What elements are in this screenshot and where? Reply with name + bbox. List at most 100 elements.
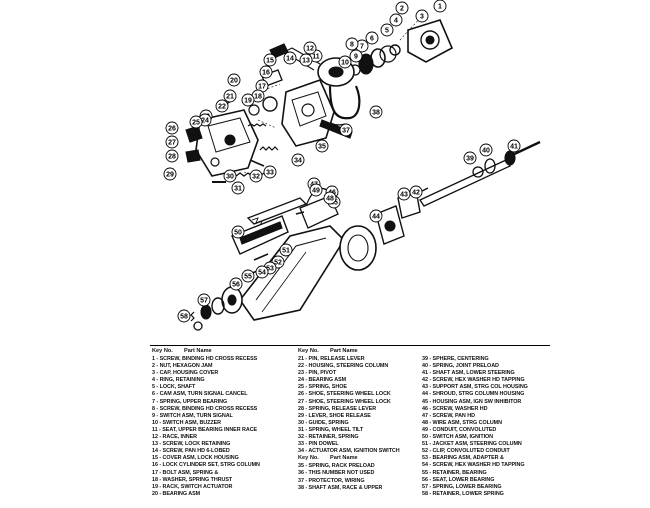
release-spring xyxy=(259,146,279,151)
callout-1: 1 xyxy=(433,0,447,13)
callout-circle xyxy=(229,277,243,291)
key-row: 10 - SWITCH ASM, BUZZER xyxy=(152,419,222,426)
shaft-coupler xyxy=(504,150,516,166)
callout-label: 56 xyxy=(232,281,240,288)
callout-circle xyxy=(349,49,363,63)
key-column-header: Key No.Part Name xyxy=(298,455,400,463)
callout-circle xyxy=(433,0,447,13)
lower-bearing-spring xyxy=(190,311,195,322)
callout-57: 57 xyxy=(197,293,211,307)
callout-circle xyxy=(263,165,277,179)
callout-circle xyxy=(259,65,273,79)
key-row: 11 - SEAT, UPPER BEARING INNER RACE xyxy=(152,426,258,433)
housing-bore xyxy=(301,103,315,117)
callout-5: 5 xyxy=(380,23,394,37)
callout-circle xyxy=(309,183,323,197)
callout-label: 1 xyxy=(438,3,442,10)
bearing-asm xyxy=(262,96,278,112)
callout-circle xyxy=(303,41,317,55)
key-row: 19 - RACK, SWITCH ACTUATOR xyxy=(152,483,233,490)
callout-circle xyxy=(163,167,177,181)
steering-column-housing xyxy=(281,78,335,147)
part-name-label: Part Name xyxy=(330,348,358,354)
callout-circle xyxy=(165,121,179,135)
callout-33: 33 xyxy=(263,165,277,179)
callout-circle xyxy=(249,169,263,183)
callout-circle xyxy=(177,309,191,323)
key-row: 14 - SCREW, PAN HD 6-LOBED xyxy=(152,448,230,455)
key-row: 13 - SCREW, LOCK RETAINING xyxy=(152,441,231,448)
callout-label: 52 xyxy=(274,259,282,266)
callout-39: 39 xyxy=(463,151,477,165)
callout-31: 31 xyxy=(231,181,245,195)
callout-44: 44 xyxy=(369,209,383,223)
key-row: 46 - SCREW, WASHER HD xyxy=(422,405,488,412)
callout-20: 20 xyxy=(227,73,241,87)
housing-cover-cap-inner xyxy=(425,35,435,45)
pin-pivot xyxy=(249,159,265,167)
callout-label: 7 xyxy=(360,43,364,50)
callout-label: 42 xyxy=(412,189,420,196)
key-row: 7 - SPRING, UPPER BEARING xyxy=(152,398,228,405)
bearing-adapter-inner xyxy=(227,294,237,306)
key-row: 54 - SCREW, HEX WASHER HD TAPPING xyxy=(422,462,525,469)
callout-label: 49 xyxy=(312,187,320,194)
key-row: 34 - ACTUATOR ASM, IGNITION SWITCH xyxy=(298,448,400,455)
key-row: 47 - SCREW, PAN HD xyxy=(422,412,475,419)
callout-51: 51 xyxy=(279,243,293,257)
key-row: 15 - COVER ASM, LOCK HOUSING xyxy=(152,455,239,462)
key-row: 38 - SHAFT ASM, RACE & UPPER xyxy=(298,484,383,491)
callout-34: 34 xyxy=(291,153,305,167)
bearing-retainer xyxy=(211,297,225,315)
callout-label: 21 xyxy=(226,93,234,100)
key-row: 58 - RETAINER, LOWER SPRING xyxy=(422,490,504,497)
callout-circle xyxy=(223,89,237,103)
pan-head-screw xyxy=(295,211,305,215)
key-row: 25 - SPRING, SHOE xyxy=(298,384,347,391)
callout-circle xyxy=(283,51,297,65)
callout-15: 15 xyxy=(263,53,277,67)
joint-preload-spring xyxy=(484,158,496,174)
key-row: 43 - SUPPORT ASM, STRG COL HOUSING xyxy=(422,384,528,391)
turn-signal-switch-center xyxy=(328,66,344,78)
callout-4: 4 xyxy=(389,13,403,27)
callout-circle xyxy=(369,105,383,119)
callout-label: 18 xyxy=(254,93,262,100)
key-row: 30 - GUIDE, SPRING xyxy=(298,419,349,426)
callout-28: 28 xyxy=(165,149,179,163)
callout-56: 56 xyxy=(229,277,243,291)
key-row: 18 - WASHER, SPRING THRUST xyxy=(152,476,233,483)
callout-43: 43 xyxy=(397,187,411,201)
key-row: 28 - SPRING, RELEASE LEVER xyxy=(298,405,377,412)
callout-42: 42 xyxy=(409,185,423,199)
callout-label: 22 xyxy=(218,103,226,110)
callout-label: 25 xyxy=(192,119,200,126)
callout-55: 55 xyxy=(241,269,255,283)
key-row: 16 - LOCK CYLINDER SET, STRG COLUMN xyxy=(152,462,260,469)
key-row: 29 - LEVER, SHOE RELEASE xyxy=(298,412,371,419)
key-row: 35 - SPRING, RACK PRELOAD xyxy=(298,463,375,470)
key-row: 44 - SHROUD, STRG COLUMN HOUSING xyxy=(422,391,525,398)
key-row: 3 - CAP, HOUSING COVER xyxy=(152,370,219,377)
key-row: 50 - SWITCH ASM, IGNITION xyxy=(422,434,494,441)
callout-22: 22 xyxy=(215,99,229,113)
callout-label: 27 xyxy=(168,139,176,146)
callout-30: 30 xyxy=(223,169,237,183)
callout-label: 16 xyxy=(262,69,270,76)
housing-cover-cap-hole xyxy=(420,30,440,50)
callout-3: 3 xyxy=(415,9,429,23)
callout-circle xyxy=(365,31,379,45)
key-row: 51 - JACKET ASM, STEERING COLUMN xyxy=(422,441,522,448)
key-row: 6 - CAM ASM, TURN SIGNAL CANCEL xyxy=(152,391,248,398)
callout-10: 10 xyxy=(338,55,352,69)
housing-face xyxy=(291,91,327,127)
lower-jacket-assembly xyxy=(190,187,405,331)
key-row: 49 - CONDUIT, CONVOLUTED xyxy=(422,426,497,433)
shoe-housing-face xyxy=(207,117,251,153)
callout-circle xyxy=(339,123,353,137)
key-row: 27 - SHOE, STEERING WHEEL LOCK xyxy=(298,398,391,405)
callout-40: 40 xyxy=(479,143,493,157)
callout-41: 41 xyxy=(507,139,521,153)
callout-25: 25 xyxy=(189,115,203,129)
callout-circle xyxy=(291,153,305,167)
